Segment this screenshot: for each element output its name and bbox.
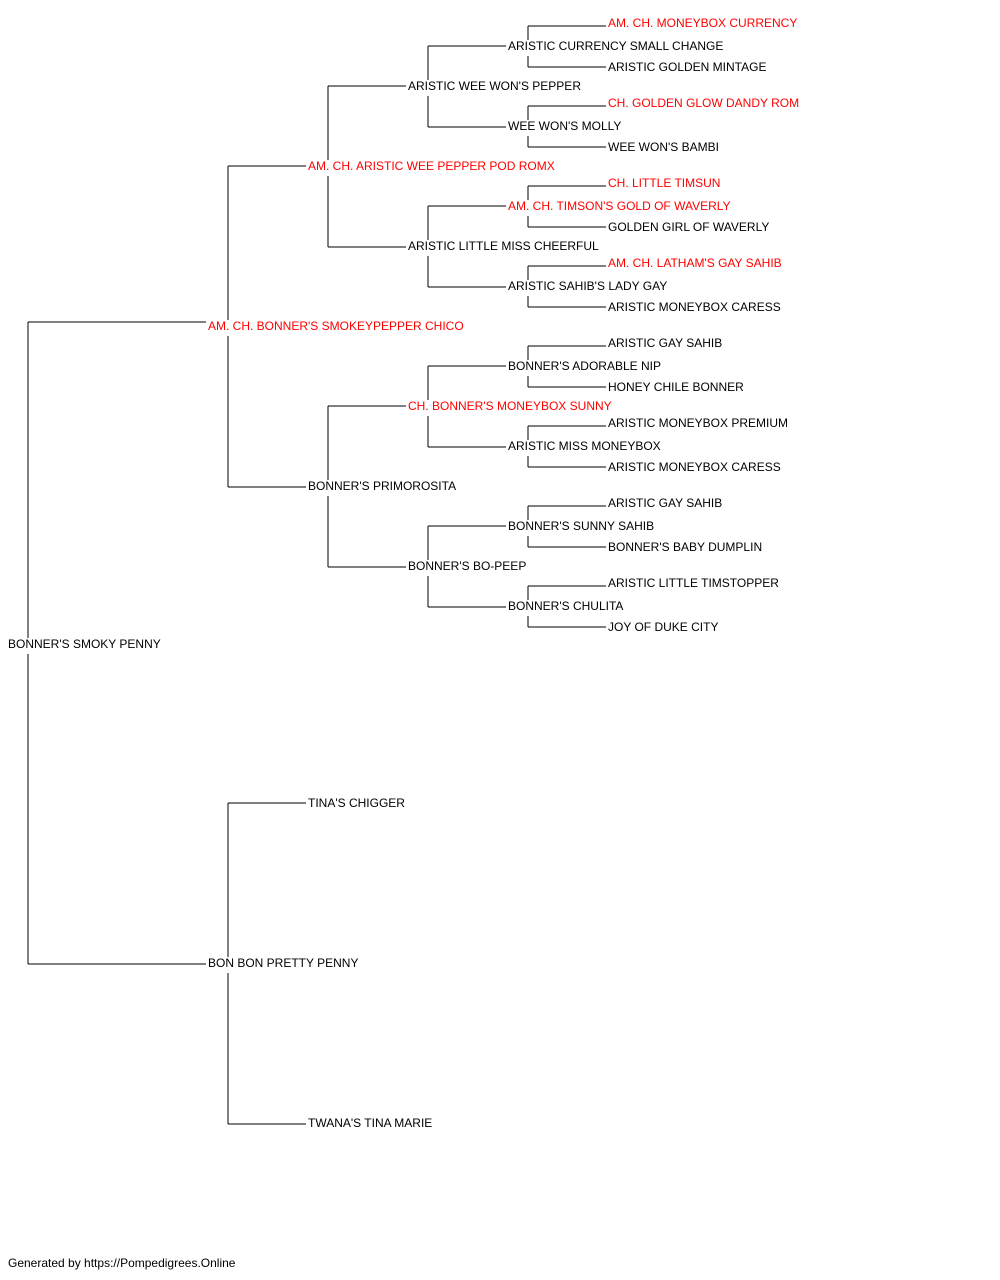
pedigree-name-ch-bonner-s-moneybox-sunny[interactable]: CH. BONNER'S MONEYBOX SUNNY — [408, 399, 612, 413]
pedigree-name-twana-s-tina-marie[interactable]: TWANA'S TINA MARIE — [308, 1116, 432, 1130]
pedigree-name-aristic-little-miss-cheerful[interactable]: ARISTIC LITTLE MISS CHEERFUL — [408, 239, 599, 253]
pedigree-name-honey-chile-bonner[interactable]: HONEY CHILE BONNER — [608, 380, 744, 394]
pedigree-name-ch-little-timsun[interactable]: CH. LITTLE TIMSUN — [608, 176, 720, 190]
pedigree-name-bonner-s-chulita[interactable]: BONNER'S CHULITA — [508, 599, 623, 613]
pedigree-name-tina-s-chigger[interactable]: TINA'S CHIGGER — [308, 796, 405, 810]
pedigree-name-aristic-gay-sahib[interactable]: ARISTIC GAY SAHIB — [608, 496, 722, 510]
pedigree-name-aristic-little-timstopper[interactable]: ARISTIC LITTLE TIMSTOPPER — [608, 576, 779, 590]
pedigree-name-aristic-moneybox-caress[interactable]: ARISTIC MONEYBOX CARESS — [608, 460, 781, 474]
pedigree-name-bonner-s-adorable-nip[interactable]: BONNER'S ADORABLE NIP — [508, 359, 661, 373]
pedigree-name-aristic-sahib-s-lady-gay[interactable]: ARISTIC SAHIB'S LADY GAY — [508, 279, 667, 293]
pedigree-name-wee-won-s-bambi[interactable]: WEE WON'S BAMBI — [608, 140, 719, 154]
pedigree-name-aristic-currency-small-change[interactable]: ARISTIC CURRENCY SMALL CHANGE — [508, 39, 723, 53]
pedigree-name-joy-of-duke-city[interactable]: JOY OF DUKE CITY — [608, 620, 718, 634]
pedigree-name-bonner-s-smoky-penny[interactable]: BONNER'S SMOKY PENNY — [8, 637, 161, 651]
pedigree-name-bon-bon-pretty-penny[interactable]: BON BON PRETTY PENNY — [208, 956, 358, 970]
footer-credit: Generated by https://Pompedigrees.Online — [8, 1256, 236, 1270]
pedigree-name-aristic-golden-mintage[interactable]: ARISTIC GOLDEN MINTAGE — [608, 60, 766, 74]
pedigree-name-bonner-s-baby-dumplin[interactable]: BONNER'S BABY DUMPLIN — [608, 540, 762, 554]
pedigree-name-am-ch-moneybox-currency[interactable]: AM. CH. MONEYBOX CURRENCY — [608, 16, 797, 30]
pedigree-name-ch-golden-glow-dandy-rom[interactable]: CH. GOLDEN GLOW DANDY ROM — [608, 96, 799, 110]
pedigree-name-aristic-miss-moneybox[interactable]: ARISTIC MISS MONEYBOX — [508, 439, 661, 453]
pedigree-name-wee-won-s-molly[interactable]: WEE WON'S MOLLY — [508, 119, 621, 133]
pedigree-name-bonner-s-sunny-sahib[interactable]: BONNER'S SUNNY SAHIB — [508, 519, 654, 533]
pedigree-name-bonner-s-bo-peep[interactable]: BONNER'S BO-PEEP — [408, 559, 526, 573]
pedigree-name-am-ch-bonner-s-smokeypepper-chico[interactable]: AM. CH. BONNER'S SMOKEYPEPPER CHICO — [208, 319, 464, 333]
pedigree-name-aristic-moneybox-caress[interactable]: ARISTIC MONEYBOX CARESS — [608, 300, 781, 314]
pedigree-name-am-ch-timson-s-gold-of-waverly[interactable]: AM. CH. TIMSON'S GOLD OF WAVERLY — [508, 199, 731, 213]
pedigree-name-bonner-s-primorosita[interactable]: BONNER'S PRIMOROSITA — [308, 479, 456, 493]
pedigree-name-am-ch-latham-s-gay-sahib[interactable]: AM. CH. LATHAM'S GAY SAHIB — [608, 256, 782, 270]
pedigree-name-am-ch-aristic-wee-pepper-pod-romx[interactable]: AM. CH. ARISTIC WEE PEPPER POD ROMX — [308, 159, 555, 173]
pedigree-name-aristic-gay-sahib[interactable]: ARISTIC GAY SAHIB — [608, 336, 722, 350]
pedigree-name-golden-girl-of-waverly[interactable]: GOLDEN GIRL OF WAVERLY — [608, 220, 769, 234]
pedigree-name-aristic-wee-won-s-pepper[interactable]: ARISTIC WEE WON'S PEPPER — [408, 79, 581, 93]
pedigree-name-aristic-moneybox-premium[interactable]: ARISTIC MONEYBOX PREMIUM — [608, 416, 788, 430]
